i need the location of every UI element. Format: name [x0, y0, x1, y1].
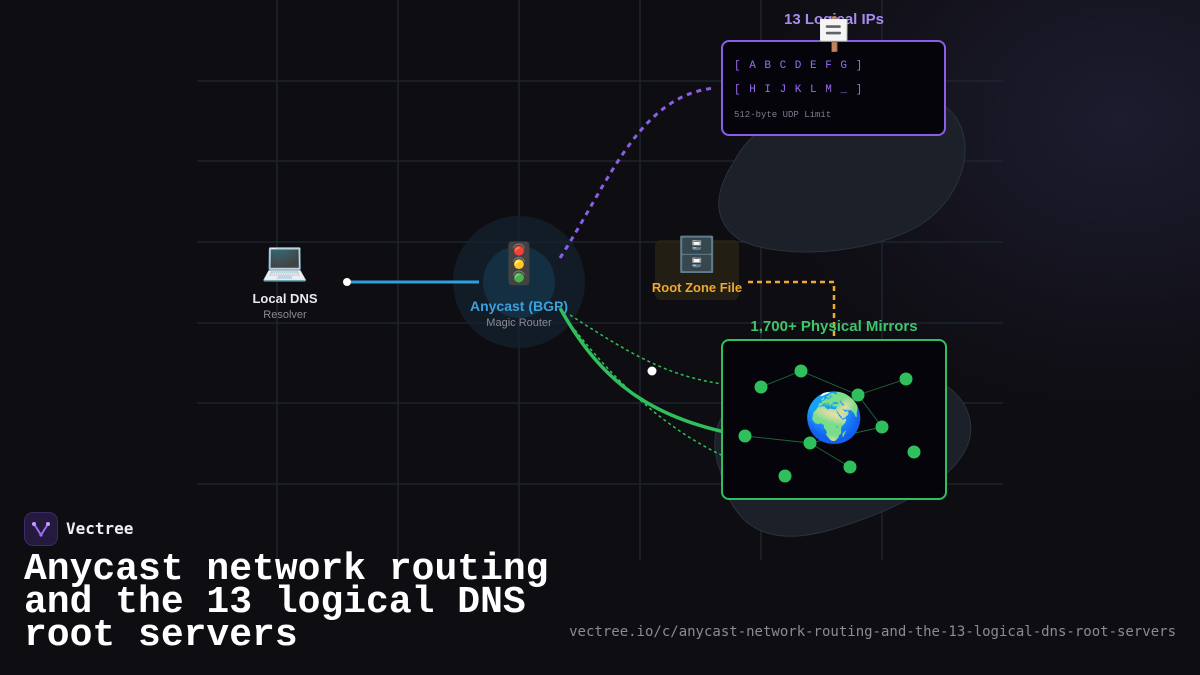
logical-ips-box: [ A B C D E F G ] [ H I J K L M _ ] 512-…: [721, 40, 946, 136]
local-dns-subtitle: Resolver: [263, 309, 307, 321]
file-cabinet-icon: 🗄️: [675, 236, 719, 274]
logical-ips-link: [558, 86, 716, 259]
mirror-node: [907, 445, 921, 459]
physical-mirrors-box: 🌍: [721, 339, 947, 500]
mirror-node: [803, 436, 817, 450]
mirror-node: [754, 380, 768, 394]
udp-limit-note: 512-byte UDP Limit: [734, 110, 832, 120]
mirror-node: [899, 372, 913, 386]
traffic-light-icon: 🚦: [494, 242, 544, 286]
anycast-halo-inner: [483, 246, 555, 318]
mirror-node: [851, 388, 865, 402]
anycast-title: Anycast (BGP): [469, 298, 569, 314]
physical-mirrors-title: 1,700+ Physical Mirrors: [750, 318, 918, 335]
root-zone-title: Root Zone File: [651, 280, 743, 295]
mirror-route-packet: [647, 366, 657, 376]
signpost-icon: 🪧: [814, 16, 854, 52]
brand-name: Vectree: [66, 519, 134, 538]
logical-ips-title: 13 Logical IPs: [783, 11, 885, 28]
logical-ips-row-1: [ A B C D E F G ]: [734, 60, 864, 72]
mirror-node: [794, 364, 808, 378]
mirror-mesh: [738, 364, 921, 483]
resolver-link-packet: [343, 278, 351, 286]
page-title: Anycast network routing and the 13 logic…: [24, 548, 549, 657]
globe-icon: 🌍: [804, 392, 864, 445]
mirror-node: [843, 460, 857, 474]
laptop-icon: 💻: [261, 241, 309, 283]
mirror-node: [875, 420, 889, 434]
root-zone-highlight: [655, 240, 739, 300]
mirror-node: [738, 429, 752, 443]
anycast-subtitle: Magic Router: [486, 317, 552, 329]
source-url[interactable]: vectree.io/c/anycast-network-routing-and…: [569, 624, 1176, 640]
mirror-node: [778, 469, 792, 483]
vectree-logo-icon: [24, 512, 58, 546]
local-dns-title: Local DNS: [252, 291, 318, 306]
logical-ips-row-2: [ H I J K L M _ ]: [734, 84, 864, 96]
root-zone-link: [748, 280, 836, 340]
